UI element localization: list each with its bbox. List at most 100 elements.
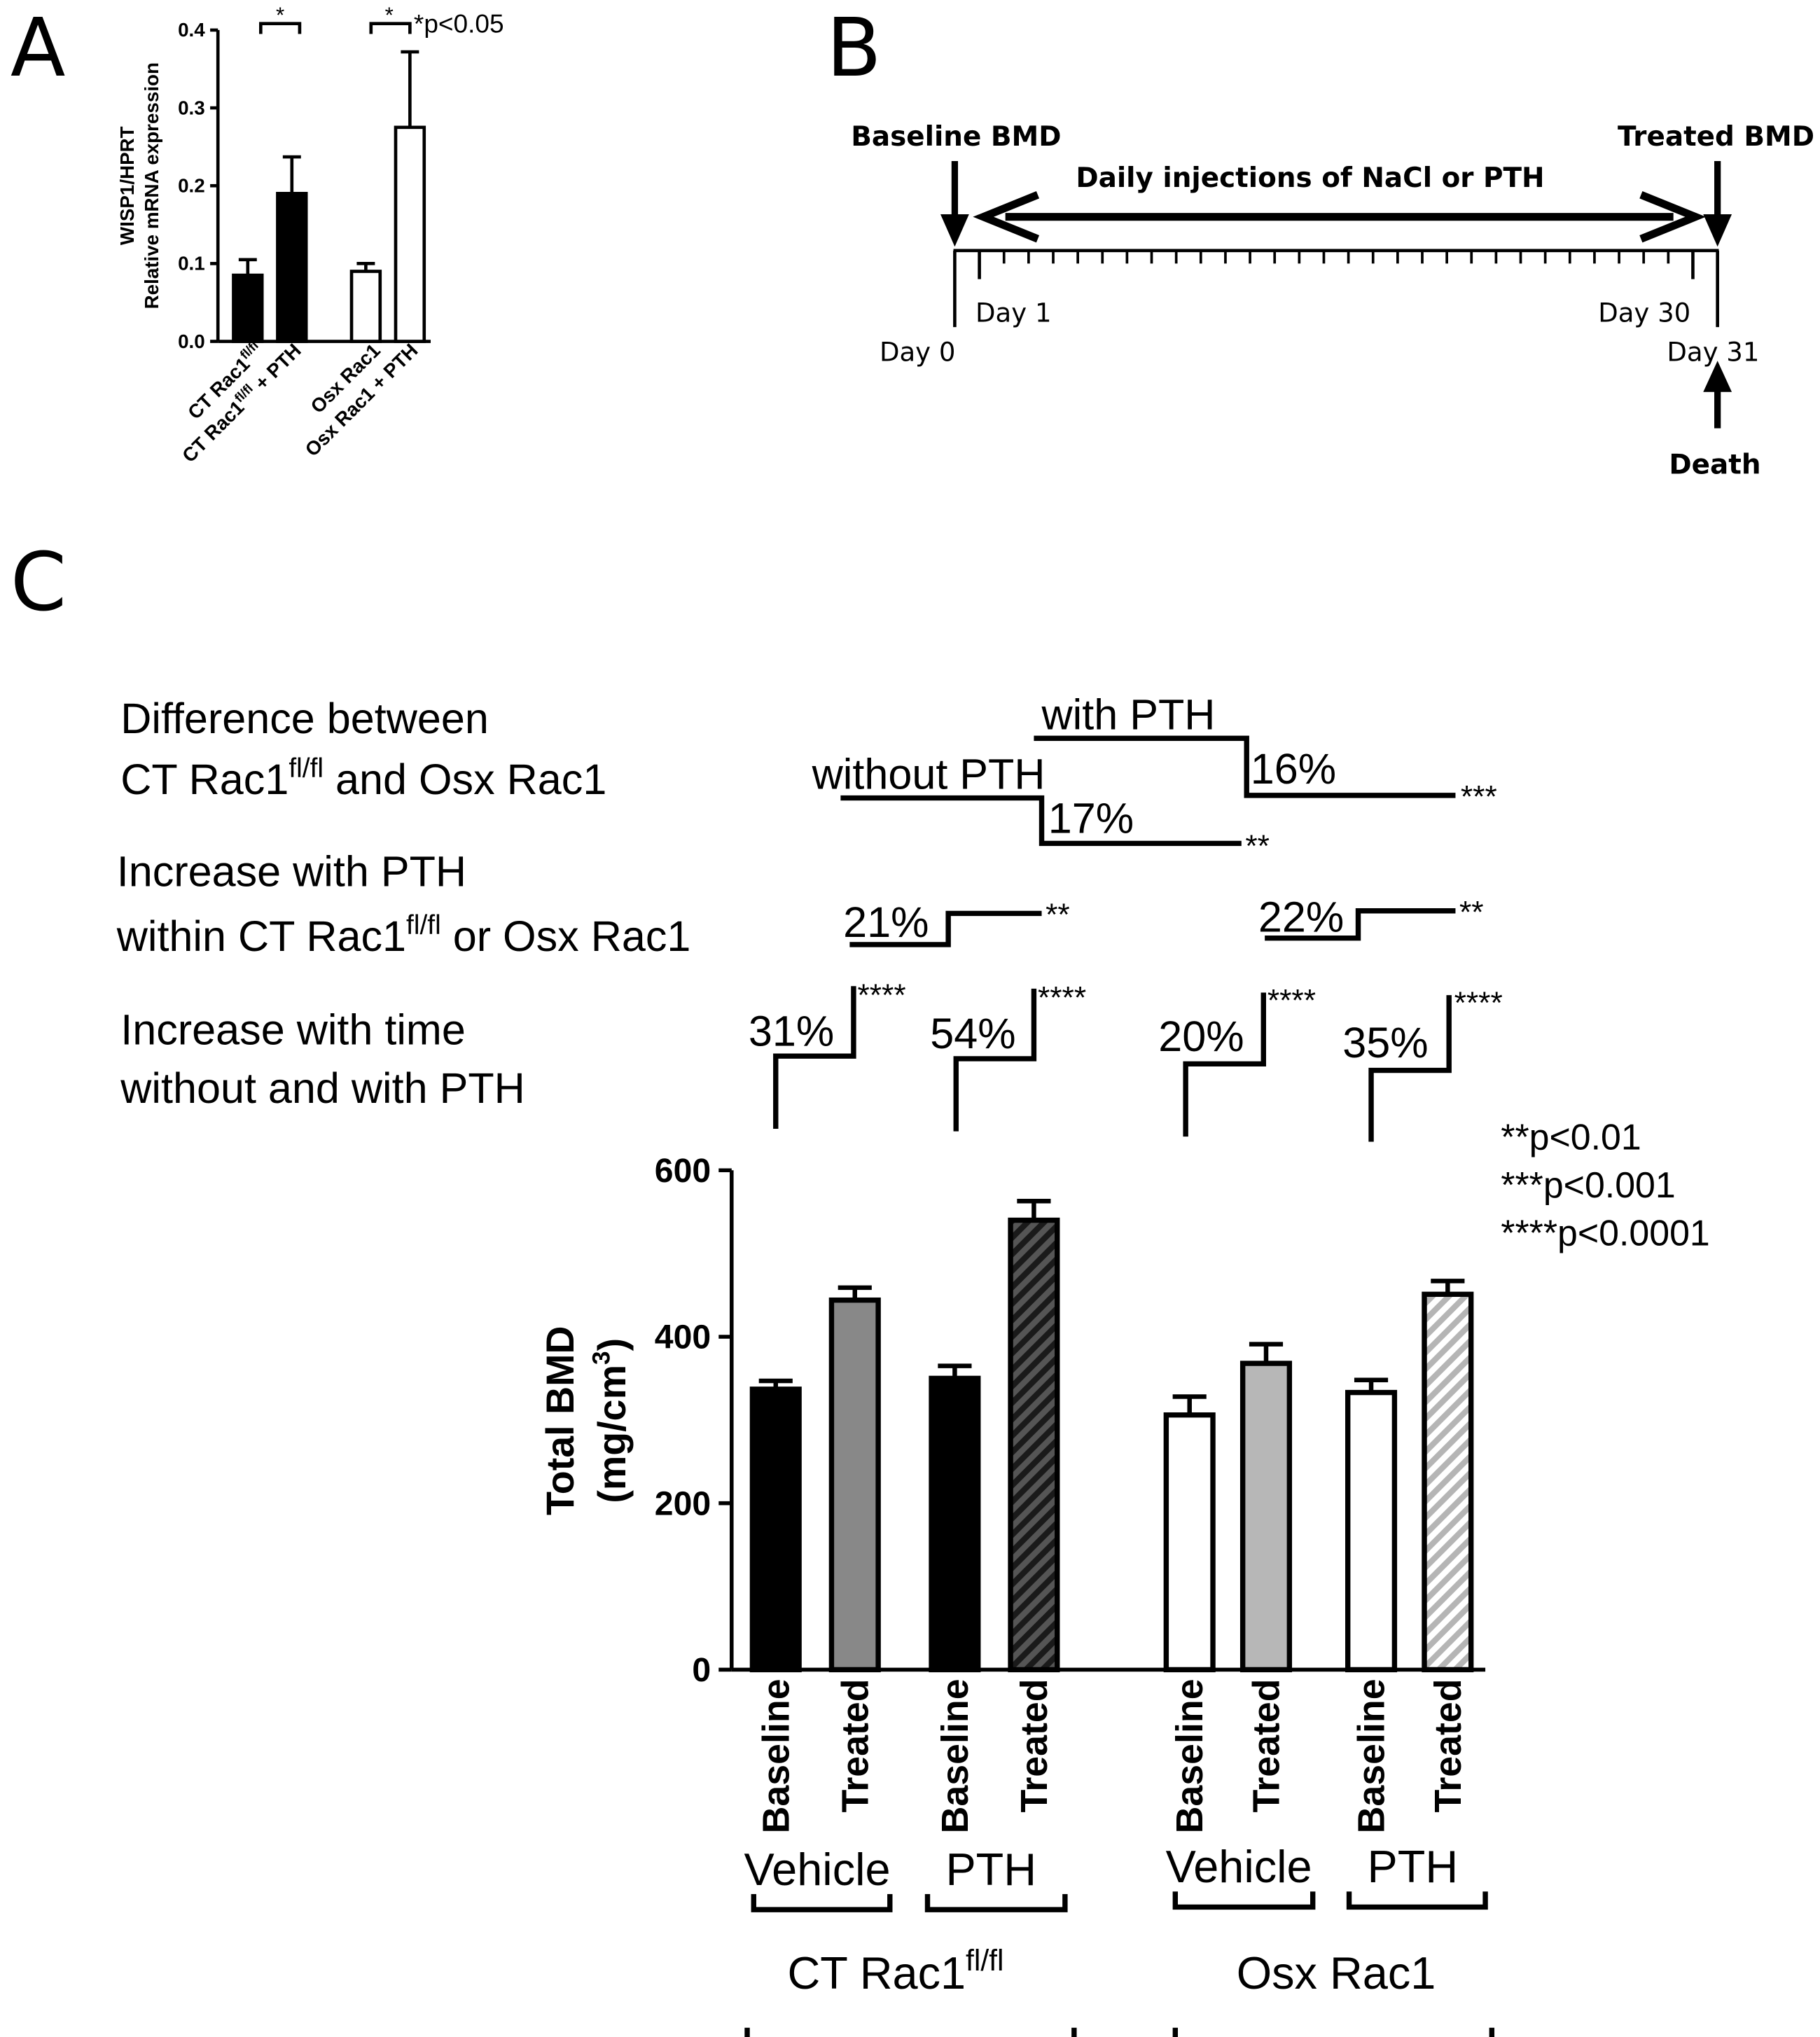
baseline-bmd-label: Baseline BMD: [851, 121, 1061, 153]
injections-label: Daily injections of NaCl or PTH: [1076, 162, 1544, 194]
stars-time-1: ****: [857, 978, 905, 1013]
panel-c-bar-label: Treated: [1427, 1678, 1469, 1812]
day30-label: Day 30: [1598, 298, 1690, 328]
group-pth-osx-bracket: [1346, 1891, 1488, 1910]
panel-c-bars: [749, 1198, 1474, 1673]
inc-pth-bracket-ct: [849, 910, 1042, 947]
panel-c-ytick-label: 400: [655, 1319, 711, 1356]
panel-a-sig-bracket-2: [369, 22, 412, 34]
panel-c-bar: [1345, 1389, 1398, 1673]
group-pth-ct-bracket: [924, 1893, 1068, 1912]
day1-label: Day 1: [975, 298, 1051, 328]
time-bracket-3: [1183, 992, 1266, 1137]
panel-c-annotations: Difference between CT Rac1fl/fl and Osx …: [116, 690, 1710, 1253]
pct-54: 54%: [930, 1010, 1015, 1057]
panel-a-bar: [394, 125, 426, 343]
baseline-arrow-head: [940, 214, 969, 247]
injections-arrow-right-head: [1639, 191, 1706, 243]
p-legend-3: ****p<0.0001: [1501, 1213, 1709, 1253]
panel-c-bar-label: Treated: [1013, 1678, 1055, 1812]
panel-c-bar-label: Baseline: [1169, 1678, 1211, 1833]
group-pth-ct: PTH: [945, 1844, 1036, 1895]
pct-31: 31%: [749, 1007, 834, 1055]
pct-22: 22%: [1258, 893, 1344, 940]
pct-16: 16%: [1251, 745, 1336, 793]
p-legend-2: ***p<0.001: [1501, 1165, 1675, 1205]
pct-17: 17%: [1048, 795, 1134, 842]
time-bracket-1: [773, 986, 856, 1129]
time-bracket-2: [953, 988, 1037, 1132]
panel-c-ytick-label: 0: [692, 1651, 711, 1689]
panel-c-bar: [1163, 1412, 1216, 1673]
genotype-ct: CT Rac1fl/fl: [787, 1944, 1003, 1998]
panel-c-bar-label: Baseline: [1351, 1678, 1393, 1833]
panel-c-bar: [1008, 1217, 1060, 1673]
panel-c-ytick-label: 200: [655, 1485, 711, 1522]
panel-c-bar: [1422, 1291, 1474, 1673]
without-pth-bracket: [840, 795, 1242, 847]
time-bracket-4: [1368, 995, 1452, 1142]
panel-c-ylabel-1: Total BMD: [539, 1326, 582, 1515]
panel-c-bar-label: Baseline: [755, 1678, 797, 1833]
panel-c-bar: [749, 1386, 802, 1673]
stars-time-2: ****: [1038, 981, 1086, 1015]
panel-a-ytick-label: 0.4: [178, 19, 205, 41]
genotype-osx-bracket: [1172, 2027, 1495, 2037]
pct-21: 21%: [843, 898, 929, 946]
panel-a-letter: A: [11, 1, 66, 95]
without-pth-label: without PTH: [812, 751, 1046, 798]
panel-b-letter: B: [826, 1, 882, 95]
panel-c-bar-label: Treated: [834, 1678, 876, 1812]
panel-c-bar: [828, 1297, 881, 1673]
stars-time-3: ****: [1267, 983, 1316, 1017]
death-arrow-head: [1703, 361, 1732, 392]
stars-time-4: ****: [1454, 986, 1503, 1020]
panel-c-bar: [1239, 1361, 1293, 1673]
p-legend-1: **p<0.01: [1501, 1117, 1641, 1157]
panel-c-x-labels: Baseline Treated Baseline Treated Baseline Tr…: [755, 1678, 1469, 1833]
panel-a-bar: [276, 192, 308, 343]
panel-a-sig-bracket-1: [259, 22, 302, 34]
panel-a-bar: [232, 273, 264, 343]
panel-c-bar-label: Treated: [1246, 1678, 1288, 1812]
timeline-minor-ticks: [1002, 250, 1670, 264]
panel-b-timeline: Baseline BMD Treated BMD Daily injection…: [851, 121, 1814, 481]
genotype-osx: Osx Rac1: [1237, 1947, 1436, 1998]
death-label: Death: [1669, 449, 1760, 480]
stars-with-pth: ***: [1461, 780, 1497, 814]
panel-a-ylabel-2: Relative mRNA expression: [141, 62, 162, 309]
panel-a-ytick-label: 0.0: [178, 331, 205, 352]
genotype-ct-bracket: [744, 2027, 1077, 2037]
inc-pth-bracket-osx: [1265, 908, 1456, 941]
inc-time-line-2: without and with PTH: [120, 1064, 525, 1112]
inc-time-line-1: Increase with time: [120, 1006, 466, 1054]
panel-a-ytick-label: 0.1: [178, 253, 205, 274]
panel-a-y-ticks: 0.00.10.20.30.4: [178, 19, 218, 352]
panel-c-ylabel-2: (mg/cm3): [588, 1338, 634, 1503]
panel-a-chart: 0.00.10.20.30.4 * * *p<0.05 WISP1/HPRT R…: [116, 2, 504, 467]
stars-without-pth: **: [1245, 829, 1270, 863]
treated-arrow-head: [1703, 214, 1732, 247]
stars-inc-pth-ct: **: [1046, 898, 1070, 932]
inc-pth-line-1: Increase with PTH: [117, 848, 466, 896]
panel-a-sig-star-1: *: [276, 2, 284, 27]
group-vehicle-osx-bracket: [1172, 1891, 1316, 1910]
panel-a-ytick-label: 0.3: [178, 97, 205, 118]
pct-20: 20%: [1158, 1013, 1244, 1060]
panel-c-bar: [929, 1375, 981, 1673]
panel-a-sig-star-2: *: [385, 2, 394, 27]
diff-line-2: CT Rac1fl/fl and Osx Rac1: [120, 753, 606, 803]
panel-a-bars: [232, 50, 426, 343]
diff-line-1: Difference between: [120, 695, 489, 742]
with-pth-bracket: [1034, 735, 1456, 798]
stars-inc-pth-osx: **: [1459, 895, 1484, 929]
treated-bmd-label: Treated BMD: [1618, 121, 1814, 153]
group-vehicle-ct-bracket: [751, 1893, 893, 1912]
panel-c-letter: C: [11, 536, 67, 630]
group-vehicle-osx: Vehicle: [1166, 1841, 1312, 1892]
panel-c-bar-label: Baseline: [934, 1678, 976, 1833]
injections-arrow-left-head: [973, 191, 1040, 243]
group-vehicle-ct: Vehicle: [744, 1844, 891, 1895]
inc-pth-line-2: within CT Rac1fl/fl or Osx Rac1: [116, 910, 691, 960]
